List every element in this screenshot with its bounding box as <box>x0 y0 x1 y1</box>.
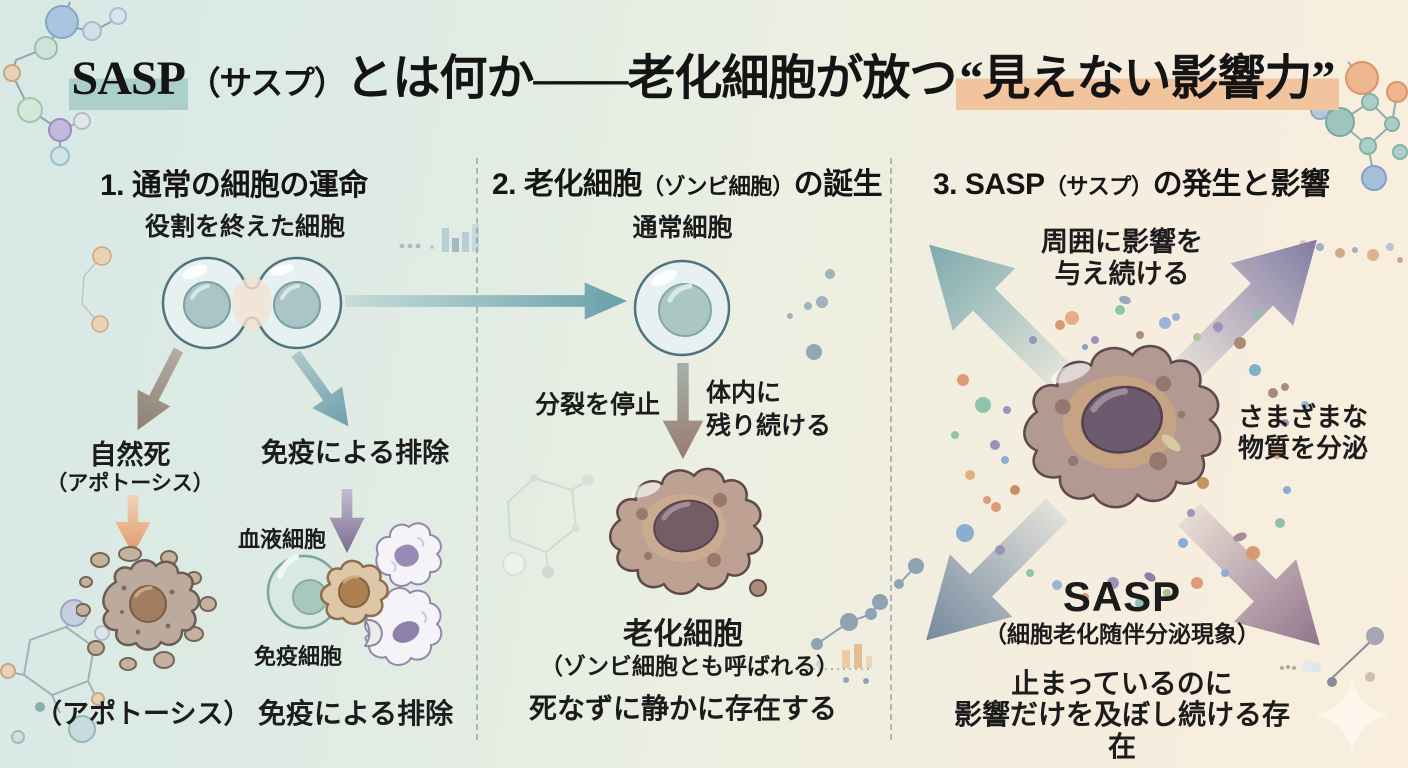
column3-caption: 止まっているのに 影響だけを及ぼし続ける存在 <box>953 668 1290 762</box>
secretes-substances-label: さまざまな 物質を分泌 <box>1237 402 1368 463</box>
scatter-dots-icon <box>787 269 835 360</box>
zombie-cell-subtitle: （ゾンビ細胞とも呼ばれる） <box>540 653 839 679</box>
molecule-icon <box>81 246 112 333</box>
immune-clearance-title: 免疫による排除 <box>260 438 450 468</box>
column1-heading: 1. 通常の細胞の運命 <box>100 169 368 202</box>
immune-clearance-illustration <box>266 522 443 666</box>
title-kana: （サスプ） <box>187 66 346 102</box>
title-sasp: SASP <box>68 52 188 110</box>
blood-cell-label: 血液細胞 <box>238 527 327 552</box>
line-chart-icon <box>807 558 924 684</box>
stop-dividing-label: 分裂を停止 <box>534 391 660 419</box>
page-title: SASP（サスプ）とは何か——老化細胞が放つ“見えない影響力” <box>0 38 1408 110</box>
arrow-becomes-senescent <box>661 363 705 459</box>
affects-surroundings-label: 周囲に影響を 与え続ける <box>1041 227 1203 290</box>
column-divider <box>890 158 892 740</box>
column2-heading: 2. 老化細胞（ゾンビ細胞）の誕生 <box>492 168 883 201</box>
finished-cell-label: 役割を終えた細胞 <box>144 213 345 241</box>
sasp-subtitle: （細胞老化随伴分泌現象） <box>984 621 1260 647</box>
molecule-icon <box>1310 61 1408 191</box>
normal-cell-label: 通常細胞 <box>632 214 733 242</box>
column2-caption: 死なずに静かに存在する <box>528 693 837 724</box>
apoptotic-cell-illustration <box>76 546 217 671</box>
immune-clearance-caption: 免疫による排除 <box>257 698 454 729</box>
dividing-cell-illustration <box>161 256 343 350</box>
apoptosis-caption: （アポトーシス） <box>35 699 251 729</box>
normal-cell-illustration <box>633 259 731 357</box>
hexagon-ring-icon <box>502 474 594 578</box>
senescent-cell-illustration <box>609 467 767 597</box>
senescent-cell-title: 老化細胞 <box>623 618 743 651</box>
bar-chart-icon <box>399 224 479 252</box>
molecule-icon <box>3 1 127 166</box>
natural-death-title: 自然死 <box>89 440 171 470</box>
apoptosis-subtitle: （アポトーシス） <box>46 472 214 495</box>
arrow-to-column2 <box>345 282 627 320</box>
title-highlighted: “見えない影響力” <box>956 52 1340 110</box>
remains-in-body-label: 体内に 残り続ける <box>706 379 832 440</box>
column-divider <box>476 158 478 740</box>
sasp-title: SASP <box>1062 573 1182 620</box>
immune-cell-label: 免疫細胞 <box>254 644 343 669</box>
column3-heading: 3. SASP（サスプ）の発生と影響 <box>933 168 1330 201</box>
sparkle-icon <box>1280 627 1390 753</box>
sasp-cell-illustration <box>1023 344 1222 509</box>
title-middle: とは何か——老化細胞が放つ <box>345 52 957 105</box>
